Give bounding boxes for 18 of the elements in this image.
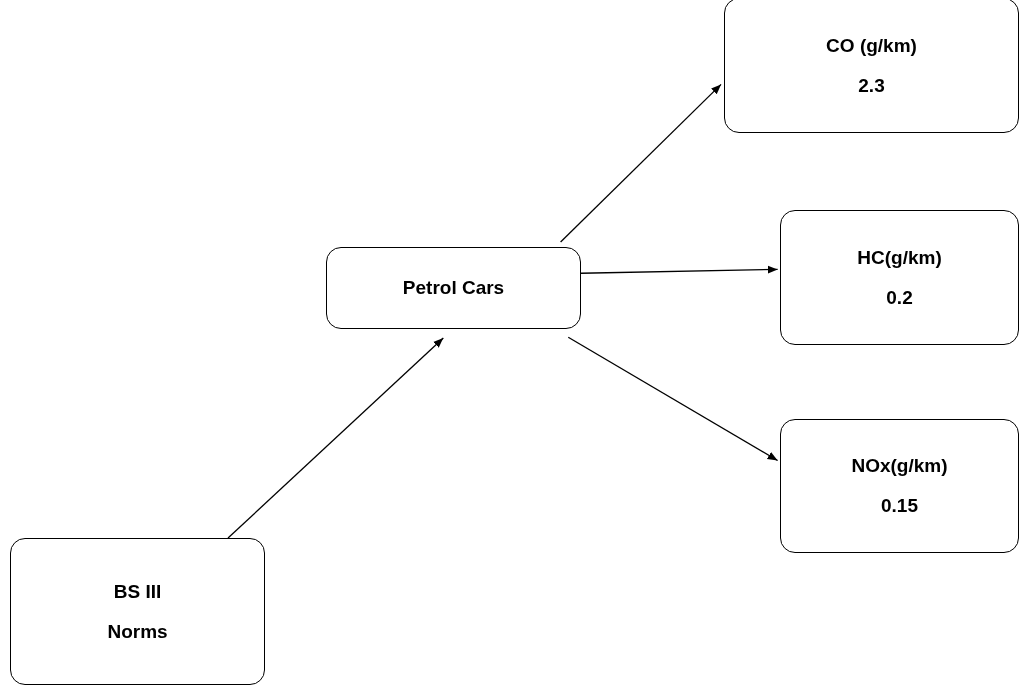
arrow: [580, 265, 779, 274]
box-heading: CO (g/km): [826, 34, 917, 57]
arrow: [559, 83, 722, 243]
arrow: [227, 337, 444, 539]
box-value: 2.3: [858, 74, 885, 97]
box-value: 0.2: [886, 286, 913, 309]
box-value: 0.15: [881, 495, 918, 517]
box-heading: BS III: [113, 580, 162, 603]
arrow: [567, 336, 779, 462]
box-heading: Petrol Cars: [402, 277, 505, 299]
process-box: [724, 0, 1019, 133]
box-heading: NOx(g/km): [851, 455, 948, 477]
process-box: [10, 538, 265, 685]
process-box: [326, 247, 581, 329]
process-box: [780, 210, 1019, 345]
box-heading: HC(g/km): [857, 246, 942, 269]
box-value: Norms: [107, 620, 168, 643]
process-box: [780, 419, 1019, 553]
